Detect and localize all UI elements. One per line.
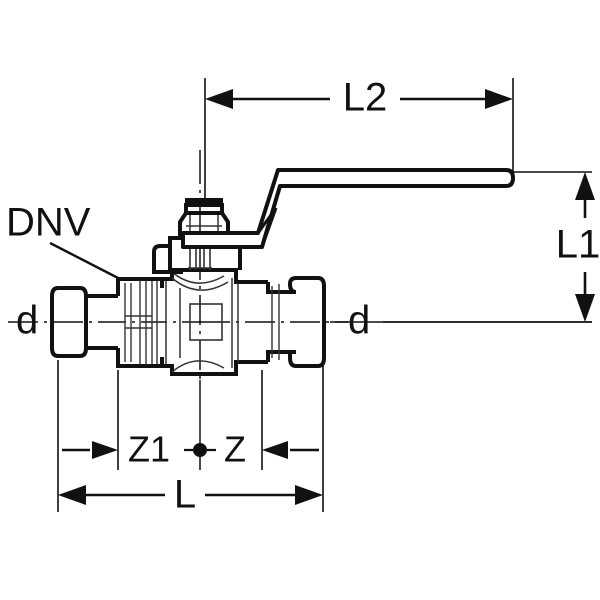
right-barrel-bottom <box>266 350 296 362</box>
dim-label-z: Z <box>224 429 246 470</box>
lever-stop-ear <box>152 244 183 274</box>
dimension-l2: L2 <box>205 76 513 120</box>
dim-l1-arrow-bottom <box>575 294 595 322</box>
dim-label-d-left: d <box>16 299 38 343</box>
lever-bend-crease <box>256 207 278 248</box>
stem-cap <box>185 198 223 207</box>
dim-l2-arrow-right <box>485 89 513 109</box>
body-shoulder-curves <box>171 271 229 373</box>
right-socket-inner-detail <box>271 284 280 360</box>
dim-z1-arrow <box>92 441 118 459</box>
left-neck-inner-detail <box>124 280 158 365</box>
dnv-callout: DNV <box>6 201 121 281</box>
body-bottom-contour <box>160 357 262 376</box>
center-dot-marker <box>184 443 216 457</box>
dim-label-l2: L2 <box>343 76 388 120</box>
dim-l2-arrow-left <box>205 89 233 109</box>
dim-label-l: L <box>174 473 196 517</box>
body-internal-lines <box>165 278 239 368</box>
dim-label-z1: Z1 <box>128 429 170 470</box>
left-socket-bead-inner <box>79 286 88 358</box>
dimension-l: L <box>58 473 323 517</box>
dim-label-d-right: d <box>348 299 370 343</box>
valve-body-group <box>50 168 515 376</box>
dnv-leader-line <box>49 241 121 281</box>
dim-l-arrow-left <box>58 485 86 505</box>
dimension-z: Z <box>224 429 319 470</box>
dim-label-l1: L1 <box>556 223 600 267</box>
dimension-z1: Z1 <box>62 429 170 470</box>
right-socket-bead <box>288 276 326 368</box>
right-barrel-top <box>266 282 296 294</box>
dim-l1-arrow-top <box>575 172 595 200</box>
dim-label-dnv: DNV <box>6 201 91 245</box>
axis-diameter-labels: d d <box>16 299 370 343</box>
left-socket-bead-outer <box>50 286 59 358</box>
dimension-l1: L1 <box>556 172 600 322</box>
dim-l-arrow-right <box>295 485 323 505</box>
valve-lever-handle[interactable] <box>181 168 515 249</box>
body-center-square-mark <box>189 303 223 341</box>
dim-z-arrow <box>262 441 288 459</box>
